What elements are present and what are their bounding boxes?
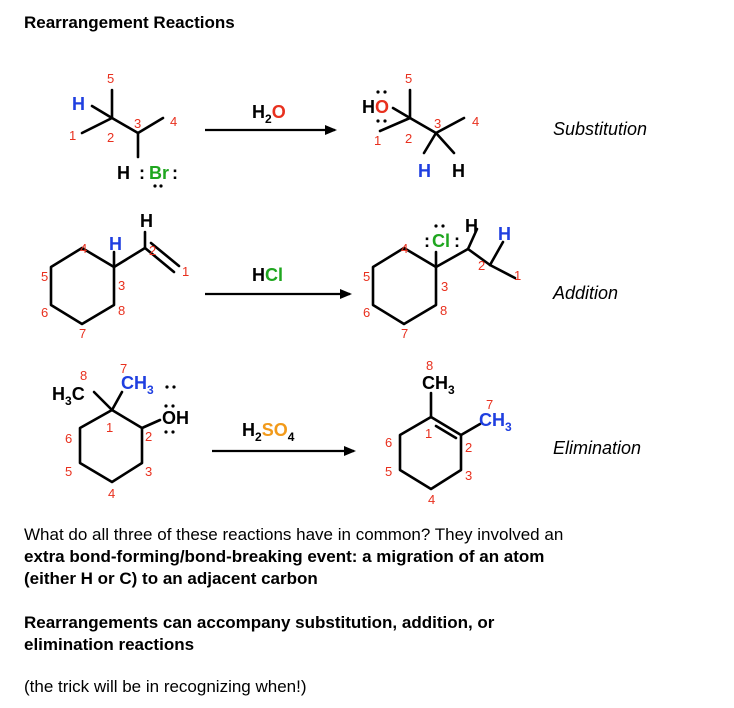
- rearrangement-statement-line-2: elimination reactions: [24, 635, 195, 654]
- carbon-number-4: 4: [80, 241, 87, 256]
- migrated-methyl-group: CH3: [479, 410, 512, 434]
- carbon-number-6: 6: [363, 305, 370, 320]
- common-answer-line-2: (either H or C) to an adjacent carbon: [24, 569, 318, 588]
- hydrogen-atom: H: [465, 216, 478, 236]
- carbon-number-1: 1: [374, 133, 381, 148]
- elimination-reactant: H3C CH3 O H 1 2 3 4 5 6 7 8: [52, 361, 189, 501]
- vinyl-hydrogen-atom: H: [140, 211, 153, 231]
- common-answer-line-1: extra bond-forming/bond-breaking event: …: [24, 547, 545, 566]
- hydroxyl-hydrogen-atom: H: [176, 408, 189, 428]
- carbon-number-7: 7: [79, 326, 86, 341]
- migrating-hydrogen-atom: H: [72, 94, 85, 114]
- carbon-number-3: 3: [118, 278, 125, 293]
- carbon-number-8: 8: [440, 303, 447, 318]
- carbon-number-4: 4: [170, 114, 177, 129]
- carbon-number-1: 1: [106, 420, 113, 435]
- carbon-number-5: 5: [65, 464, 72, 479]
- substitution-product: H O H H 1 2 3 4 5: [362, 71, 479, 181]
- carbon-number-8: 8: [80, 368, 87, 383]
- trick-note: (the trick will be in recognizing when!): [24, 677, 307, 696]
- carbon-number-2: 2: [405, 131, 412, 146]
- carbon-number-2: 2: [145, 429, 152, 444]
- carbon-number-2: 2: [149, 243, 156, 258]
- carbon-number-2: 2: [465, 440, 472, 455]
- carbon-number-5: 5: [107, 71, 114, 86]
- carbon-number-5: 5: [385, 464, 392, 479]
- migrating-methyl-group: CH3: [121, 373, 154, 397]
- methyl-group: H3C: [52, 384, 85, 408]
- carbon-number-5: 5: [405, 71, 412, 86]
- carbon-number-1: 1: [69, 128, 76, 143]
- carbon-number-8: 8: [426, 358, 433, 373]
- carbon-number-4: 4: [472, 114, 479, 129]
- addition-reactant: H H 1 2 3 4 5 6 7 8: [41, 211, 189, 341]
- hydrogen-atom: H: [117, 163, 130, 183]
- chlorine-atom: Cl: [432, 231, 450, 251]
- reagent-sulfuric-acid: H2SO4: [242, 420, 295, 444]
- carbon-number-7: 7: [486, 397, 493, 412]
- carbon-number-6: 6: [65, 431, 72, 446]
- addition-product: : Cl : H H 1 2 3 4 5 6 7 8: [363, 216, 521, 341]
- reagent-hcl: HCl: [252, 265, 283, 285]
- reaction-label-substitution: Substitution: [553, 119, 647, 139]
- reagent-water: H2O: [252, 102, 286, 126]
- carbon-number-2: 2: [478, 258, 485, 273]
- carbon-number-6: 6: [385, 435, 392, 450]
- carbon-number-3: 3: [465, 468, 472, 483]
- carbon-number-3: 3: [145, 464, 152, 479]
- carbon-number-1: 1: [425, 426, 432, 441]
- carbon-number-4: 4: [401, 241, 408, 256]
- chlorine-lone-pair-left: :: [424, 231, 430, 251]
- rearrangement-statement-line-1: Rearrangements can accompany substitutio…: [24, 613, 495, 632]
- elimination-product: CH3 CH3 1 2 3 4 5 6 7 8: [385, 358, 512, 507]
- hydrogen-atom: H: [452, 161, 465, 181]
- common-question: What do all three of these reactions hav…: [24, 525, 564, 544]
- oxygen-atom: O: [375, 97, 389, 117]
- methyl-group: CH3: [422, 373, 455, 397]
- carbon-number-3: 3: [134, 116, 141, 131]
- carbon-number-8: 8: [118, 303, 125, 318]
- migrated-hydrogen-atom: H: [498, 224, 511, 244]
- carbon-number-3: 3: [434, 116, 441, 131]
- migrating-hydrogen-atom: H: [109, 234, 122, 254]
- carbon-number-2: 2: [107, 130, 114, 145]
- reaction-label-elimination: Elimination: [553, 438, 641, 458]
- carbon-number-5: 5: [363, 269, 370, 284]
- bromine-atom: Br: [149, 163, 169, 183]
- reaction-label-addition: Addition: [552, 283, 618, 303]
- carbon-number-4: 4: [428, 492, 435, 507]
- hydroxyl-hydrogen-atom: H: [362, 97, 375, 117]
- migrated-hydrogen-atom: H: [418, 161, 431, 181]
- oxygen-atom: O: [162, 408, 176, 428]
- bromine-lone-pair-right: :: [172, 163, 178, 183]
- carbon-number-7: 7: [401, 326, 408, 341]
- carbon-number-6: 6: [41, 305, 48, 320]
- carbon-number-5: 5: [41, 269, 48, 284]
- carbon-number-1: 1: [182, 264, 189, 279]
- carbon-number-4: 4: [108, 486, 115, 501]
- chlorine-lone-pair-right: :: [454, 231, 460, 251]
- bromine-lone-pair-left: :: [139, 163, 145, 183]
- carbon-number-3: 3: [441, 279, 448, 294]
- page-title: Rearrangement Reactions: [24, 13, 235, 32]
- carbon-number-7: 7: [120, 361, 127, 376]
- carbon-number-1: 1: [514, 268, 521, 283]
- substitution-reactant: H H : Br : 1 2 3 4 5: [69, 71, 178, 188]
